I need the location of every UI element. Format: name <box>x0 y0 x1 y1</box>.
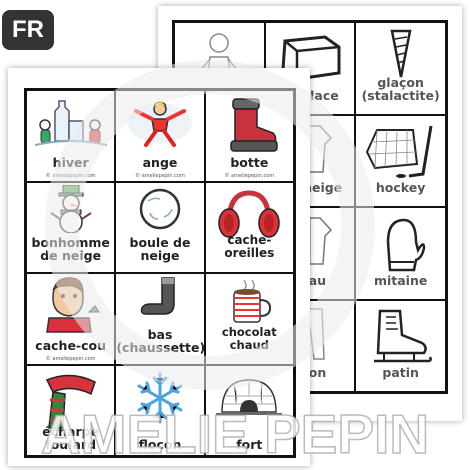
credit-text: © ameliepepin.com <box>224 172 275 179</box>
sock-icon <box>140 277 175 315</box>
card-label: fort <box>236 437 263 452</box>
card-label: écharpe foulard <box>42 424 100 452</box>
front-card: écharpe foulard <box>26 364 116 456</box>
card-label: hiver <box>52 154 89 170</box>
snowflake-icon <box>137 372 183 423</box>
earmuffs-icon <box>218 189 281 238</box>
front-card: bas (chaussette) <box>115 273 205 365</box>
card-label: patin <box>382 365 419 380</box>
card-label: botte <box>230 154 269 170</box>
mitten-icon <box>386 218 425 272</box>
hockey-net-icon <box>365 125 433 178</box>
credit-text: © ameliepepin.com <box>45 355 96 362</box>
front-card: boule de neige <box>115 181 205 273</box>
front-card: cache-oreilles <box>204 181 294 273</box>
skate-icon <box>373 309 432 362</box>
card-label: hockey <box>375 180 426 195</box>
card-label: ange <box>142 154 178 170</box>
front-card: fort <box>204 364 294 456</box>
language-badge: FR <box>2 10 54 50</box>
snowman-icon <box>50 184 92 233</box>
credit-text: © ameliepepin.com <box>45 172 96 179</box>
boot-icon <box>230 98 279 152</box>
card-label: bas (chaussette) <box>116 326 205 355</box>
back-card: patin <box>355 299 446 392</box>
neck-warmer-icon <box>45 277 100 333</box>
card-label: boule de neige <box>129 235 191 263</box>
front-card: cache-cou © ameliepepin.com <box>26 273 116 365</box>
front-card: bonhomme de neige <box>26 181 116 273</box>
icicle-icon <box>390 29 412 78</box>
credit-text: © ameliepepin.com <box>135 172 185 179</box>
snowball-icon <box>139 188 181 229</box>
card-label: flocon <box>138 437 182 452</box>
front-card: hiver © ameliepepin.com <box>26 90 116 182</box>
card-label: chocolat chaud <box>221 324 277 352</box>
scarf-icon <box>45 374 96 429</box>
hot-chocolate-icon <box>233 279 272 323</box>
igloo-icon <box>216 378 283 415</box>
card-label: glaçon (stalactite) <box>361 74 440 103</box>
card-label: cache-oreilles <box>224 233 275 260</box>
front-card: flocon <box>115 364 205 456</box>
back-card: mitaine <box>355 207 446 300</box>
front-card: botte © ameliepepin.com <box>204 90 294 182</box>
winter-castle-icon <box>34 100 107 146</box>
back-card: hockey <box>355 114 446 207</box>
card-label: mitaine <box>373 272 428 288</box>
card-label: bonhomme de neige <box>31 235 110 263</box>
front-card-grid: hiver © ameliepepin.com ange © ameliepep… <box>24 88 296 458</box>
front-flashcard-sheet: hiver © ameliepepin.com ange © ameliepep… <box>8 68 310 466</box>
snow-angel-icon <box>127 101 192 147</box>
back-card: glaçon (stalactite) <box>355 22 446 115</box>
card-label: cache-cou <box>35 337 107 353</box>
front-card: chocolat chaud <box>204 273 294 365</box>
front-card: ange © ameliepepin.com <box>115 90 205 182</box>
